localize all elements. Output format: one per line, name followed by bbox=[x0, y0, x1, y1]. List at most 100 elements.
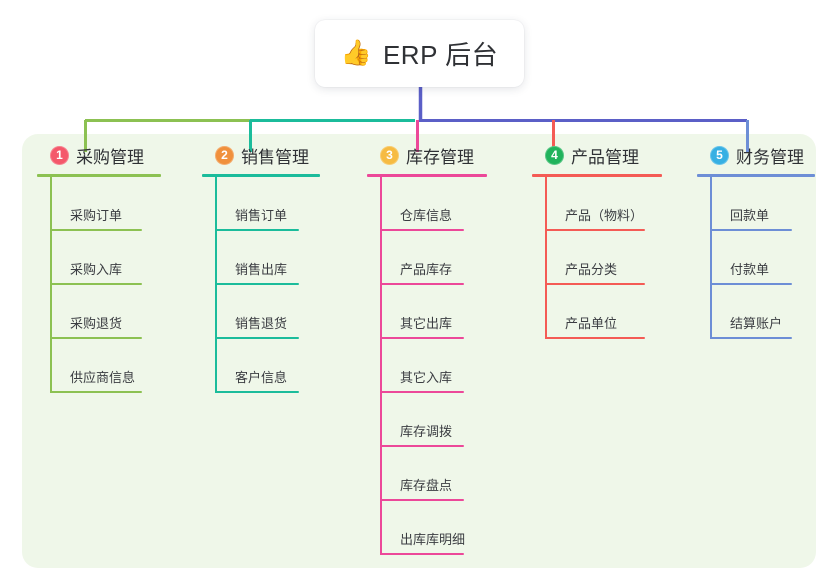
branch-rule-3 bbox=[367, 174, 487, 177]
branch-header-5[interactable]: 5 财务管理 bbox=[697, 142, 815, 168]
root-node[interactable]: 👍 ERP 后台 bbox=[315, 20, 524, 87]
branch-item-label: 回款单 bbox=[730, 208, 770, 223]
branch-item-label: 供应商信息 bbox=[70, 370, 136, 385]
branch-item-label: 库存调拨 bbox=[400, 424, 453, 439]
branch-header-1[interactable]: 1 采购管理 bbox=[37, 142, 161, 168]
branch-spine-2 bbox=[215, 177, 217, 393]
branch-spine-5 bbox=[710, 177, 712, 339]
branch-item[interactable]: 其它出库 bbox=[380, 285, 487, 339]
branch-item[interactable]: 采购退货 bbox=[50, 285, 161, 339]
branch-title-3: 库存管理 bbox=[406, 147, 474, 167]
branch-item-rule bbox=[215, 391, 299, 393]
branch-item[interactable]: 产品库存 bbox=[380, 231, 487, 285]
branch-item-rule bbox=[380, 229, 464, 231]
branch-item[interactable]: 库存调拨 bbox=[380, 393, 487, 447]
branch-item[interactable]: 仓库信息 bbox=[380, 177, 487, 231]
branch-item-label: 付款单 bbox=[730, 262, 770, 277]
branch-item-label: 其它出库 bbox=[400, 316, 453, 331]
branch-item-rule bbox=[380, 445, 464, 447]
branch-item-label: 结算账户 bbox=[730, 316, 783, 331]
branch-item-rule bbox=[380, 553, 464, 555]
branch-item[interactable]: 结算账户 bbox=[710, 285, 815, 339]
root-node-label: ERP 后台 bbox=[382, 40, 499, 70]
branch-item-label: 产品分类 bbox=[565, 262, 618, 277]
branch-badge-3: 3 bbox=[380, 145, 399, 165]
branch-item-label: 销售出库 bbox=[235, 262, 288, 277]
branch-header-4[interactable]: 4 产品管理 bbox=[532, 142, 662, 168]
branch-item[interactable]: 产品（物料） bbox=[545, 177, 662, 231]
branch-badge-1: 1 bbox=[50, 145, 69, 165]
thumbs-up-icon: 👍 bbox=[340, 39, 372, 67]
branch-spine-4 bbox=[545, 177, 547, 339]
branch-item-label: 产品库存 bbox=[400, 262, 453, 277]
branch-item-rule bbox=[380, 283, 464, 285]
branch-column-5: 5 财务管理 回款单付款单结算账户 bbox=[697, 142, 815, 339]
branch-spine-3 bbox=[380, 177, 382, 555]
branch-items-1: 采购订单采购入库采购退货供应商信息 bbox=[37, 177, 161, 393]
branch-item[interactable]: 客户信息 bbox=[215, 339, 320, 393]
branch-badge-5: 5 bbox=[710, 145, 729, 165]
branch-items-4: 产品（物料） 产品分类产品单位 bbox=[532, 177, 662, 339]
branch-item-label: 出库库明细 bbox=[400, 532, 466, 547]
branch-item[interactable]: 销售出库 bbox=[215, 231, 320, 285]
branch-item-label: 库存盘点 bbox=[400, 478, 453, 493]
branch-item-label: 采购订单 bbox=[70, 208, 123, 223]
branch-item-rule bbox=[215, 229, 299, 231]
branch-item-rule bbox=[380, 499, 464, 501]
branch-item-rule bbox=[50, 283, 142, 285]
branch-item-rule bbox=[545, 283, 645, 285]
branch-item-label: 客户信息 bbox=[235, 370, 288, 385]
branch-title-1: 采购管理 bbox=[76, 147, 144, 167]
branch-item[interactable]: 产品单位 bbox=[545, 285, 662, 339]
branch-badge-2: 2 bbox=[215, 145, 234, 165]
branch-item-label: 销售订单 bbox=[235, 208, 288, 223]
branch-title-2: 销售管理 bbox=[241, 147, 309, 167]
branch-items-2: 销售订单销售出库销售退货客户信息 bbox=[202, 177, 320, 393]
branch-item[interactable]: 回款单 bbox=[710, 177, 815, 231]
branch-item-label: 销售退货 bbox=[235, 316, 288, 331]
branch-item-rule bbox=[380, 391, 464, 393]
branch-item[interactable]: 出库库明细 bbox=[380, 501, 487, 555]
branch-item-label: 产品单位 bbox=[565, 316, 618, 331]
branch-item[interactable]: 付款单 bbox=[710, 231, 815, 285]
branch-item-rule bbox=[710, 229, 792, 231]
branch-column-3: 3 库存管理 仓库信息产品库存其它出库其它入库库存调拨库存盘点出库库明细 bbox=[367, 142, 487, 555]
branch-item[interactable]: 采购订单 bbox=[50, 177, 161, 231]
branch-item[interactable]: 销售订单 bbox=[215, 177, 320, 231]
branch-item[interactable]: 采购入库 bbox=[50, 231, 161, 285]
branch-items-5: 回款单付款单结算账户 bbox=[697, 177, 815, 339]
branch-item-rule bbox=[215, 283, 299, 285]
branch-column-1: 1 采购管理 采购订单采购入库采购退货供应商信息 bbox=[37, 142, 161, 393]
branch-header-2[interactable]: 2 销售管理 bbox=[202, 142, 320, 168]
branch-item-rule bbox=[50, 337, 142, 339]
branch-title-5: 财务管理 bbox=[736, 147, 804, 167]
branch-title-4: 产品管理 bbox=[571, 147, 639, 167]
branch-rule-1 bbox=[37, 174, 161, 177]
branch-item[interactable]: 销售退货 bbox=[215, 285, 320, 339]
branch-rule-2 bbox=[202, 174, 320, 177]
branch-item-label: 采购入库 bbox=[70, 262, 123, 277]
branch-spine-1 bbox=[50, 177, 52, 393]
branch-items-3: 仓库信息产品库存其它出库其它入库库存调拨库存盘点出库库明细 bbox=[367, 177, 487, 555]
branch-item[interactable]: 库存盘点 bbox=[380, 447, 487, 501]
branch-item-rule bbox=[545, 337, 645, 339]
branch-rule-4 bbox=[532, 174, 662, 177]
branch-item-rule bbox=[380, 337, 464, 339]
branch-item[interactable]: 供应商信息 bbox=[50, 339, 161, 393]
branch-item-label: 产品（物料） bbox=[565, 208, 644, 223]
branch-item-rule bbox=[50, 391, 142, 393]
branch-column-4: 4 产品管理 产品（物料） 产品分类产品单位 bbox=[532, 142, 662, 339]
branch-rule-5 bbox=[697, 174, 815, 177]
branch-item-rule bbox=[215, 337, 299, 339]
branch-item-label: 采购退货 bbox=[70, 316, 123, 331]
branch-item[interactable]: 其它入库 bbox=[380, 339, 487, 393]
branch-item-rule bbox=[50, 229, 142, 231]
branch-item-rule bbox=[710, 337, 792, 339]
branch-header-3[interactable]: 3 库存管理 bbox=[367, 142, 487, 168]
branch-item-label: 仓库信息 bbox=[400, 208, 453, 223]
branch-item-rule bbox=[710, 283, 792, 285]
branch-badge-4: 4 bbox=[545, 145, 564, 165]
branch-item-rule bbox=[545, 229, 645, 231]
branch-item[interactable]: 产品分类 bbox=[545, 231, 662, 285]
